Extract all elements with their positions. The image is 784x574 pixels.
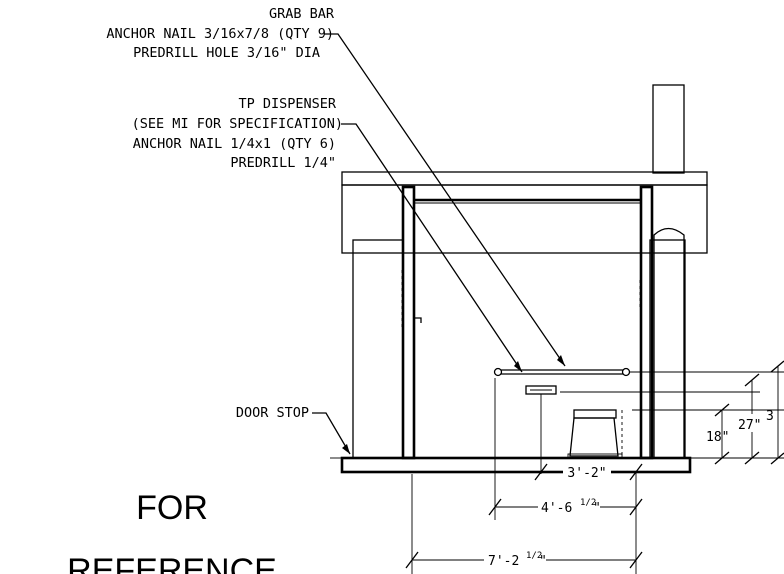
vent-stack [652, 84, 685, 174]
dim-tick-18b [714, 451, 730, 465]
dim-tick-2b [629, 498, 643, 516]
left-wall [352, 239, 404, 459]
grab-bar-note: GRAB BAR ANCHOR NAIL 3/16x7/8 (QTY 9) PR… [106, 6, 334, 61]
roof-fascia [341, 171, 708, 186]
dim-4-6-fraction: 1/2 [580, 498, 596, 508]
grab-bar-bracket-right [621, 367, 631, 377]
dim-tick-1b [629, 463, 643, 481]
dim-mask-2 [538, 494, 600, 516]
vertical-dimensions: 18" 27" 3 [560, 360, 784, 465]
dim-7-2-fraction: 1/2 [526, 551, 542, 561]
grab-bar-bracket-left [493, 367, 503, 377]
dim-mask-1 [563, 463, 611, 481]
stamp-line-2: REFERENCE [67, 552, 277, 574]
tp-dispenser-note-line-1: TP DISPENSER [238, 96, 336, 112]
door-post-left [401, 185, 416, 460]
stamp-line-1: FOR [136, 489, 208, 527]
tp-dispenser-note: TP DISPENSER (SEE MI FOR SPECIFICATION) … [132, 96, 343, 171]
door-stop-leader-arrow [342, 444, 350, 454]
dim-tick-2a [488, 498, 502, 516]
grab-bar-leader [324, 33, 566, 367]
dim-3x: 3 [766, 409, 774, 424]
dim-tick-27a [744, 373, 760, 387]
dim-7-2-inch: " [539, 554, 547, 569]
dim-3-2: 3'-2" [567, 466, 606, 481]
floor-slab [340, 456, 692, 474]
dim-tick-18a [714, 403, 730, 417]
fixtures [493, 367, 784, 459]
door-stop-leader [312, 412, 351, 455]
tp-dispenser-note-line-2: (SEE MI FOR SPECIFICATION) [132, 116, 343, 132]
dim-7-2-whole: 7'-2 [488, 554, 519, 569]
grab-bar-note-line-1: GRAB BAR [269, 6, 335, 22]
toilet-lid [573, 409, 617, 419]
dim-tick-1a [534, 463, 548, 481]
tp-dispenser-note-line-4: PREDRILL 1/4" [230, 155, 336, 171]
roof-beam [341, 184, 708, 254]
dim-4-6-inch: " [593, 501, 601, 516]
dim-4-6-whole: 4'-6 [541, 501, 572, 516]
door-stop-note: DOOR STOP [236, 405, 309, 421]
tp-dispenser-leader [341, 123, 523, 373]
dim-18: 18" [706, 430, 729, 445]
dim-tick-3b [629, 551, 643, 569]
dim-tick-3xa [770, 360, 784, 373]
round-pipe [653, 227, 685, 458]
grab-bar-note-line-3: PREDRILL HOLE 3/16" DIA [133, 45, 320, 61]
toilet-base [567, 453, 623, 459]
horizontal-dimensions: 3'-2" 4'-6 1/2 " 7'-2 1/2 " [405, 378, 643, 574]
right-wall [649, 239, 686, 459]
dim-mask-3 [484, 547, 546, 569]
dim-27: 27" [738, 418, 761, 433]
door-latch [415, 317, 422, 323]
grab-bar-note-line-2: ANCHOR NAIL 3/16x7/8 (QTY 9) [106, 26, 334, 42]
dim-mask-27 [740, 414, 762, 432]
tp-dispenser-note-line-3: ANCHOR NAIL 1/4x1 (QTY 6) [133, 136, 336, 152]
grab-bar-leader-arrow [557, 355, 565, 366]
dim-tick-3a [405, 551, 419, 569]
toilet-body [569, 417, 619, 457]
tp-dispenser-leader-arrow [514, 361, 522, 372]
dim-tick-27b [744, 451, 760, 465]
dim-tick-3xb [770, 452, 784, 465]
restroom-building [330, 84, 708, 474]
